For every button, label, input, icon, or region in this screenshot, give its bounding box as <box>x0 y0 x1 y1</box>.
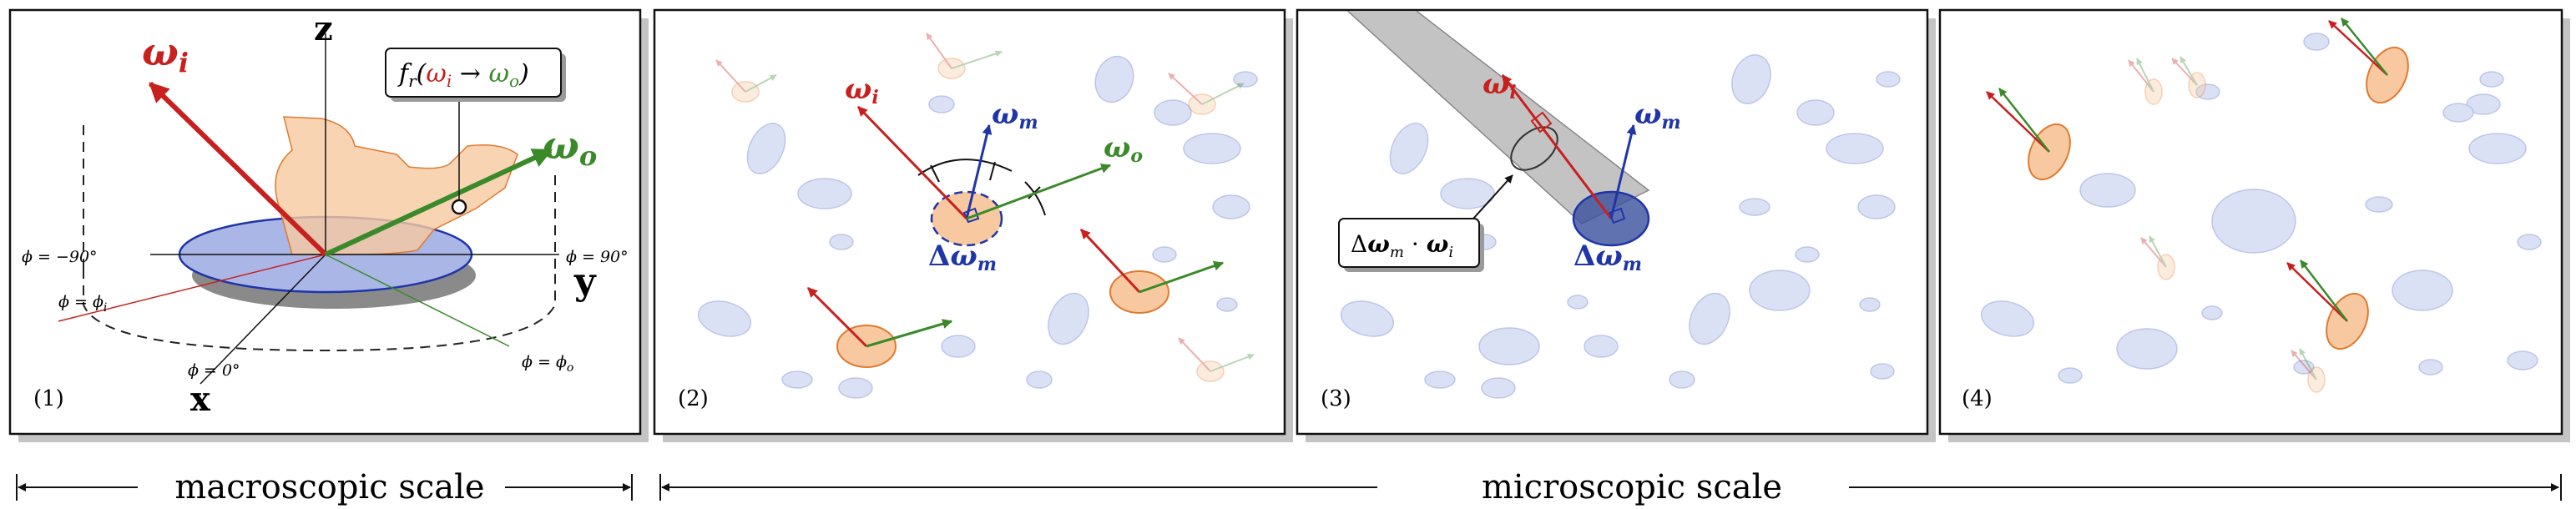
axis-y-label: y <box>573 260 597 303</box>
brdf-lobe <box>275 116 518 255</box>
phi-i-line <box>58 254 326 322</box>
omega-o-arrow-p2 <box>966 164 1112 220</box>
omega-i-arrow <box>148 81 328 257</box>
omega-m-label-p3: ωm <box>1634 98 1681 134</box>
omega-o-label-p2: ωo <box>1104 131 1143 167</box>
omega-m-arrow-p2 <box>965 123 993 219</box>
projected-area-formula: Δωm · ωi <box>1351 230 1453 261</box>
oriented-microfacets-p4 <box>1986 18 2409 350</box>
panel-index-4: (4) <box>1962 386 1993 411</box>
panel-index-2: (2) <box>678 386 709 411</box>
faint-microfacets-with-directions <box>715 33 1255 382</box>
faint-microfacets-p4 <box>1980 33 2542 384</box>
brdf-eval-point <box>451 199 467 215</box>
omega-m-arrow-p3 <box>1609 123 1637 219</box>
hemisphere-dashed-outline <box>83 269 556 352</box>
phi-o-label: ϕ = ϕo <box>522 353 573 375</box>
omega-o-arrow <box>324 148 553 257</box>
faint-microfacets-p3 <box>1340 54 1901 399</box>
brdf-formula: fr(ωi → ωo) <box>397 59 529 91</box>
projected-area-callout <box>1338 218 1480 268</box>
omega-i-label-p2: ωi <box>845 73 879 108</box>
phi-o-line <box>325 254 510 347</box>
orange-microfacets <box>806 228 1225 368</box>
phi-i-label: ϕ = ϕi <box>58 293 107 315</box>
omega-i-arrow-p2 <box>856 105 968 220</box>
panel-2-microfacet-local: ωi ωm ωo Δωm (2) <box>678 33 1258 411</box>
projected-area-ellipse <box>1510 126 1558 171</box>
faint-microfacets-with-directions-p4 <box>2128 56 2326 393</box>
axis-x-label: x <box>190 380 211 419</box>
panel-index-3: (3) <box>1321 386 1351 411</box>
phi-0-label: ϕ = 0° <box>188 361 240 380</box>
delta-omega-m-label-p2: Δωm <box>928 239 997 275</box>
phi-minus-90-label: ϕ = −90° <box>22 248 98 266</box>
omega-o-label: ωo <box>543 123 597 172</box>
panel-1-macroscopic-brdf: fr(ωi → ωo) z x y ωi ωo ϕ = −90° ϕ = 90°… <box>22 9 629 419</box>
panel-3-projected-area: Δωm · ωi ωi ωm Δωm (3) <box>1321 11 1901 411</box>
x-axis <box>200 254 326 385</box>
microscopic-scale-label: microscopic scale <box>1482 468 1782 506</box>
solid-angle-arc <box>917 159 1013 176</box>
omega-i-label-p3: ωi <box>1482 68 1517 103</box>
omega-i-label: ωi <box>142 29 189 78</box>
omega-i-arrow-p3 <box>1501 74 1613 219</box>
brdf-callout-box <box>385 48 562 98</box>
omega-m-label-p2: ωm <box>992 98 1038 134</box>
phi-90-label: ϕ = 90° <box>566 248 629 266</box>
axis-z-label: z <box>314 9 333 48</box>
faint-microfacets <box>697 55 1258 399</box>
delta-omega-m-label-p3: Δωm <box>1573 239 1642 275</box>
scale-bars: macroscopic scale microscopic scale <box>16 468 2562 506</box>
panel-index-1: (1) <box>33 386 64 411</box>
panel-4-aggregate-microfacets: (4) <box>1962 18 2542 411</box>
macroscopic-scale-label: macroscopic scale <box>174 468 484 506</box>
